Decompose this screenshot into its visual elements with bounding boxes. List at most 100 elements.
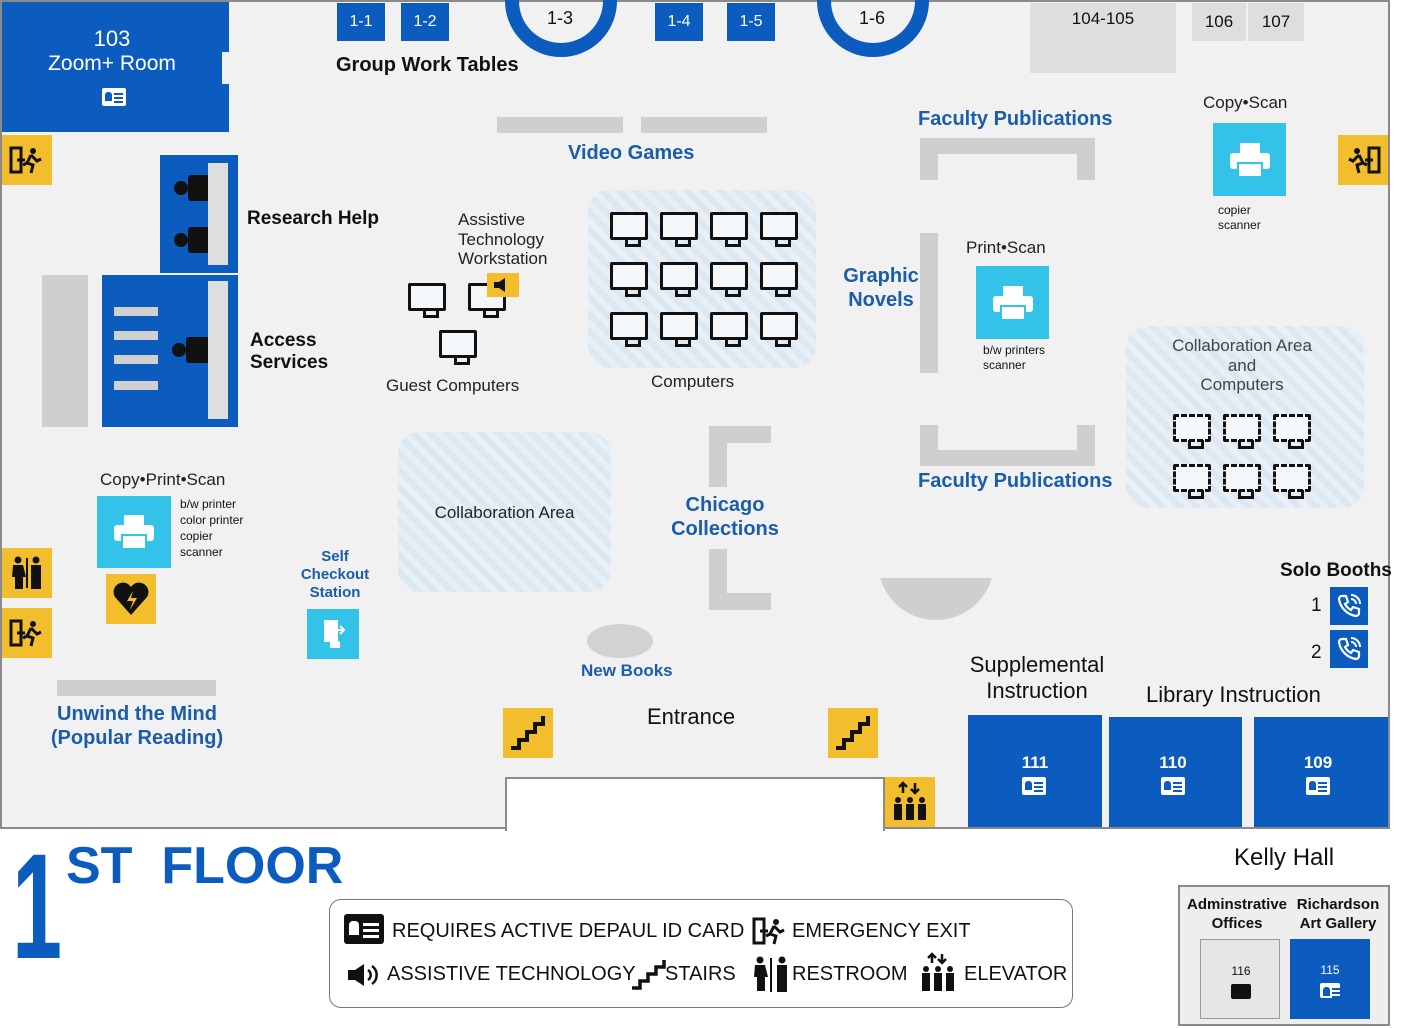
assistive-label-line2: Technology (458, 229, 545, 249)
collab-computer-monitor[interactable] (1273, 414, 1311, 449)
computers-label: Computers (651, 372, 735, 391)
computer-monitor[interactable] (610, 212, 648, 247)
faculty-shelf-top (920, 138, 1095, 154)
faculty-publications-top-label: Faculty Publications (918, 108, 1113, 130)
legend-id-card: REQUIRES ACTIVE DEPAUL ID CARD (392, 920, 745, 942)
self-checkout-line3: Station (309, 584, 361, 601)
entrance-door[interactable] (505, 777, 885, 831)
emergency-exit-icon (1338, 135, 1388, 185)
computer-monitor[interactable] (760, 212, 798, 247)
solo-booth-2[interactable] (1330, 630, 1368, 668)
new-books-label: New Books (581, 661, 673, 680)
access-services-label-line2: Services (250, 352, 329, 373)
collab-computer-monitor[interactable] (1173, 414, 1211, 449)
collab-computers-label: Collaboration Area and Computers (1140, 336, 1344, 395)
video-games-shelf-right (641, 117, 767, 133)
solo-booth-2-number: 2 (1311, 642, 1322, 663)
print-scan-title: Print•Scan (966, 238, 1046, 257)
room-103-name: Zoom+ Room (48, 52, 176, 75)
copy-scan-line1: copier (1218, 203, 1251, 217)
access-services-label: Access Services (250, 330, 328, 374)
cps-line1: b/w printer (180, 497, 237, 511)
faculty-publications-bottom-label: Faculty Publications (918, 470, 1113, 492)
entrance-label: Entrance (647, 704, 736, 729)
collab-computer-monitor[interactable] (1223, 464, 1261, 499)
speaker-icon (487, 273, 519, 297)
computer-monitor[interactable] (760, 262, 798, 297)
supplemental-line1: Supplemental (969, 652, 1105, 677)
unwind-line2: (Popular Reading) (50, 727, 224, 749)
room-107[interactable]: 107 (1248, 3, 1304, 41)
room-115[interactable]: 115 (1290, 939, 1370, 1019)
room-111[interactable]: 111 (968, 715, 1102, 827)
id-card-icon (1320, 983, 1341, 998)
copy-scan-line2: scanner (1218, 218, 1261, 232)
guest-computer-monitor[interactable] (408, 283, 446, 318)
emergency-exit-icon (2, 608, 52, 658)
floor-number: 1 (12, 822, 63, 990)
table-1-1[interactable]: 1-1 (337, 3, 385, 41)
solo-booth-1[interactable] (1330, 587, 1368, 625)
legend-emergency-exit: EMERGENCY EXIT (792, 920, 971, 942)
computer-monitor[interactable] (710, 262, 748, 297)
table-1-4[interactable]: 1-4 (655, 3, 703, 41)
guest-computer-monitor[interactable] (439, 330, 477, 365)
faculty-shelf-bottom (920, 450, 1095, 466)
graphic-novels-label: Graphic Novels (838, 264, 924, 312)
room-103[interactable]: 103 Zoom+ Room (2, 2, 229, 132)
restroom-icon (751, 956, 791, 999)
cps-line3: copier (180, 529, 213, 543)
graphic-novels-line1: Graphic (843, 265, 919, 287)
room-116[interactable]: 116 (1200, 939, 1280, 1019)
collab-computer-monitor[interactable] (1173, 464, 1211, 499)
research-help-desk[interactable] (160, 155, 238, 273)
room-104-105[interactable]: 104-105 (1030, 3, 1176, 73)
computer-monitor[interactable] (760, 312, 798, 347)
collab-computer-monitor[interactable] (1273, 464, 1311, 499)
copy-scan-station[interactable] (1213, 123, 1286, 196)
faculty-shelf-top-leg (920, 138, 938, 180)
computer-monitor[interactable] (660, 262, 698, 297)
emergency-exit-icon (752, 916, 788, 951)
computer-monitor[interactable] (710, 312, 748, 347)
id-card-icon (1231, 984, 1251, 999)
solo-booth-1-number: 1 (1311, 595, 1322, 616)
computer-monitor[interactable] (660, 212, 698, 247)
elevator-icon (918, 952, 958, 999)
self-checkout-station[interactable] (307, 609, 359, 659)
computer-monitor[interactable] (610, 262, 648, 297)
room-109[interactable]: 109 (1254, 717, 1388, 827)
copy-print-scan-title: Copy•Print•Scan (100, 470, 226, 489)
id-card-icon (1306, 777, 1330, 795)
collab-computer-monitor[interactable] (1223, 414, 1261, 449)
unwind-line1: Unwind the Mind (57, 703, 217, 725)
computer-monitor[interactable] (660, 312, 698, 347)
access-services-desk[interactable] (102, 275, 238, 427)
graphic-novels-shelf (920, 233, 938, 373)
gallery-line2: Art Gallery (1299, 915, 1377, 932)
printer-icon (114, 515, 154, 550)
copy-print-scan-details: b/w printer color printer copier scanner (180, 496, 243, 560)
computer-monitor[interactable] (710, 212, 748, 247)
table-1-2[interactable]: 1-2 (401, 3, 449, 41)
admin-line1: Adminstrative (1186, 896, 1288, 913)
copy-print-scan-station[interactable] (97, 496, 171, 568)
print-scan-station[interactable] (976, 266, 1049, 339)
aed-icon (106, 574, 156, 624)
room-110[interactable]: 110 (1109, 717, 1242, 827)
room-106[interactable]: 106 (1192, 3, 1246, 41)
assistive-label-line3: Workstation (458, 249, 548, 268)
faculty-shelf-bottom-leg (1077, 425, 1095, 466)
supplemental-instruction-label: Supplemental Instruction (960, 652, 1114, 704)
table-1-5[interactable]: 1-5 (727, 3, 775, 41)
gallery-line1: Richardson (1296, 896, 1380, 913)
printer-icon (1229, 142, 1270, 178)
chicago-line1: Chicago (685, 494, 765, 516)
chicago-shelf-bottom (709, 593, 771, 610)
group-work-tables-label: Group Work Tables (336, 54, 519, 76)
self-checkout-line1: Self (321, 548, 349, 565)
emergency-exit-icon (2, 135, 52, 185)
computer-monitor[interactable] (610, 312, 648, 347)
legend-assistive-tech: ASSISTIVE TECHNOLOGY (387, 963, 636, 985)
phone-icon (1337, 637, 1361, 661)
